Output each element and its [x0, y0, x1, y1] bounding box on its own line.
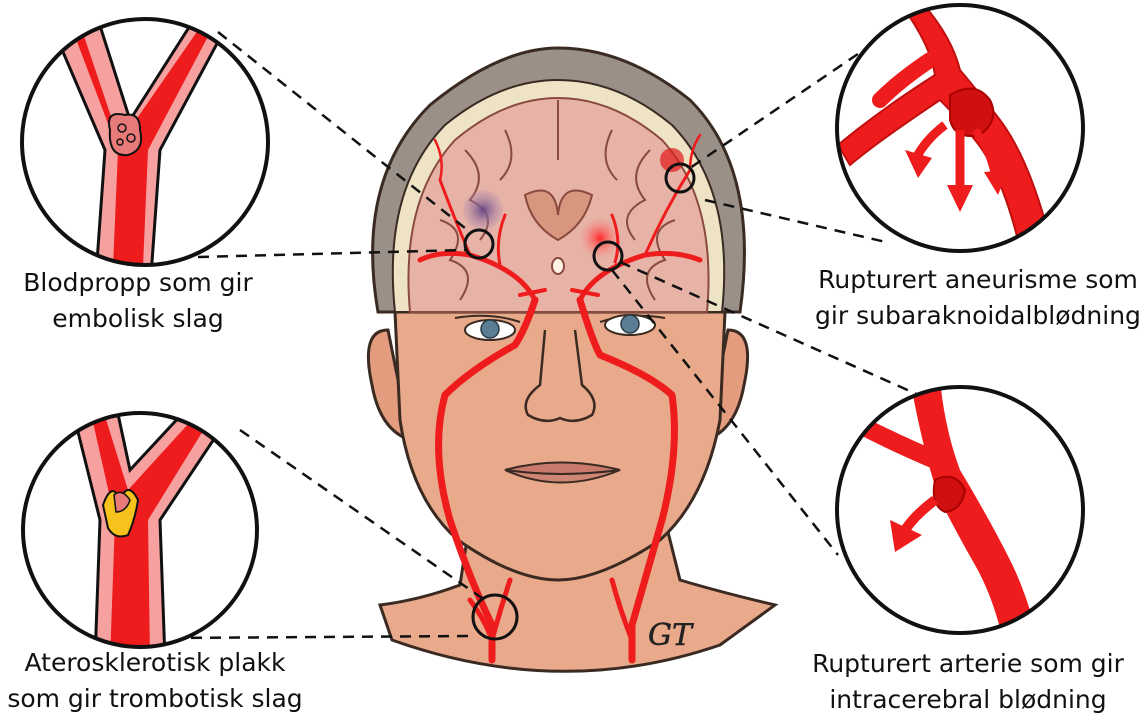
- zoom-ruptured-aneurysm: [837, 0, 1083, 251]
- caption-subarachnoid-hemorrhage: Rupturert aneurisme som gir subaraknoida…: [808, 262, 1148, 334]
- bleed-spot-top: [660, 148, 684, 172]
- aneurysm-sac: [950, 89, 993, 136]
- caption-embolic-stroke: Blodpropp som gir embolisk slag: [8, 265, 268, 337]
- zoom-ruptured-artery: [837, 380, 1083, 650]
- zoom-atherosclerotic-plaque: [23, 400, 257, 660]
- right-iris: [621, 315, 639, 333]
- caption-thrombotic-line1: Aterosklerotisk plakk: [0, 645, 310, 681]
- caption-intracerebral-line2: intracerebral blødning: [798, 682, 1138, 718]
- embolus-clot: [109, 114, 141, 155]
- artist-signature: GT: [648, 618, 694, 653]
- caption-subarachnoid-line2: gir subaraknoidalblødning: [808, 298, 1148, 334]
- left-iris: [481, 320, 499, 338]
- zoom-embolic-clot: [22, 10, 268, 290]
- caption-embolic-line2: embolisk slag: [8, 301, 268, 337]
- caption-embolic-line1: Blodpropp som gir: [8, 265, 268, 301]
- ischemic-infarct: [463, 190, 503, 230]
- caption-intracerebral-line1: Rupturert arterie som gir: [798, 646, 1138, 682]
- caption-subarachnoid-line1: Rupturert aneurisme som: [808, 262, 1148, 298]
- small-ventricle: [552, 258, 564, 274]
- head-illustration: GT: [368, 48, 775, 671]
- caption-thrombotic-line2: som gir trombotisk slag: [0, 681, 310, 717]
- caption-thrombotic-stroke: Aterosklerotisk plakk som gir trombotisk…: [0, 645, 310, 717]
- caption-intracerebral-hemorrhage: Rupturert arterie som gir intracerebral …: [798, 646, 1138, 718]
